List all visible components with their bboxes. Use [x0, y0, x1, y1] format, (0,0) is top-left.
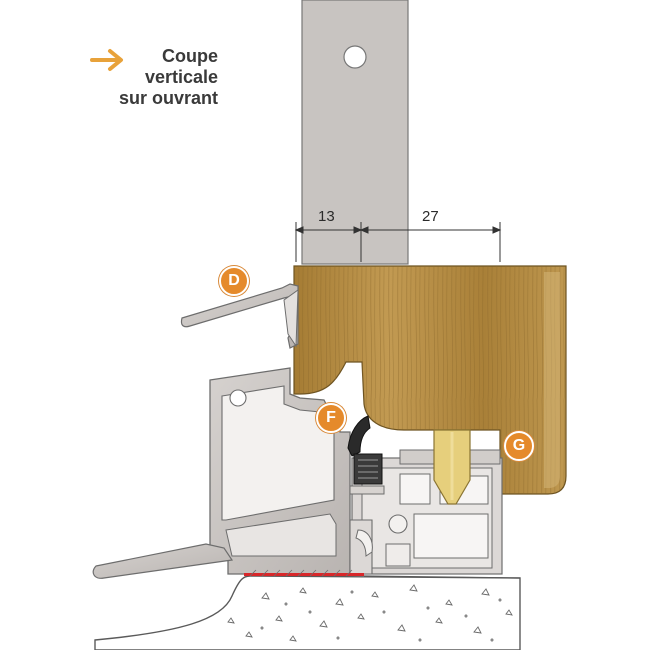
- title-line-3: sur ouvrant: [118, 88, 218, 108]
- masonry-aggregate: [227, 584, 513, 642]
- gasket-f-ribs: [358, 459, 378, 479]
- arrow-right-icon: [90, 49, 123, 71]
- gasket-f-stem: [353, 453, 383, 485]
- threshold-screw-port: [388, 514, 408, 534]
- steel-strap: [301, 0, 409, 265]
- sill-top-line: [363, 575, 521, 579]
- dimension-lines: [294, 222, 502, 262]
- title-line-1: Coupe: [162, 46, 218, 66]
- strap-hole: [343, 45, 367, 69]
- callout-g: G: [504, 431, 534, 461]
- frame-hook: [355, 529, 373, 557]
- gasket-f: [347, 415, 371, 457]
- callout-f: F: [316, 403, 346, 433]
- sealant-strip: [244, 573, 364, 576]
- sash-edge-shadow: [544, 272, 560, 488]
- masonry-sill: [94, 575, 521, 650]
- title-line-2: verticale: [144, 67, 218, 87]
- bottom-drip-lip: [92, 543, 234, 579]
- diagram-title: Coupe verticale sur ouvrant: [96, 46, 218, 109]
- dimension-right-label: 27: [422, 208, 439, 225]
- callout-d: D: [219, 266, 249, 296]
- drip-profile: [180, 283, 299, 349]
- frame-screw-port: [229, 389, 247, 407]
- frame-bedding-hatch: [249, 569, 353, 577]
- dimension-left-label: 13: [318, 208, 335, 225]
